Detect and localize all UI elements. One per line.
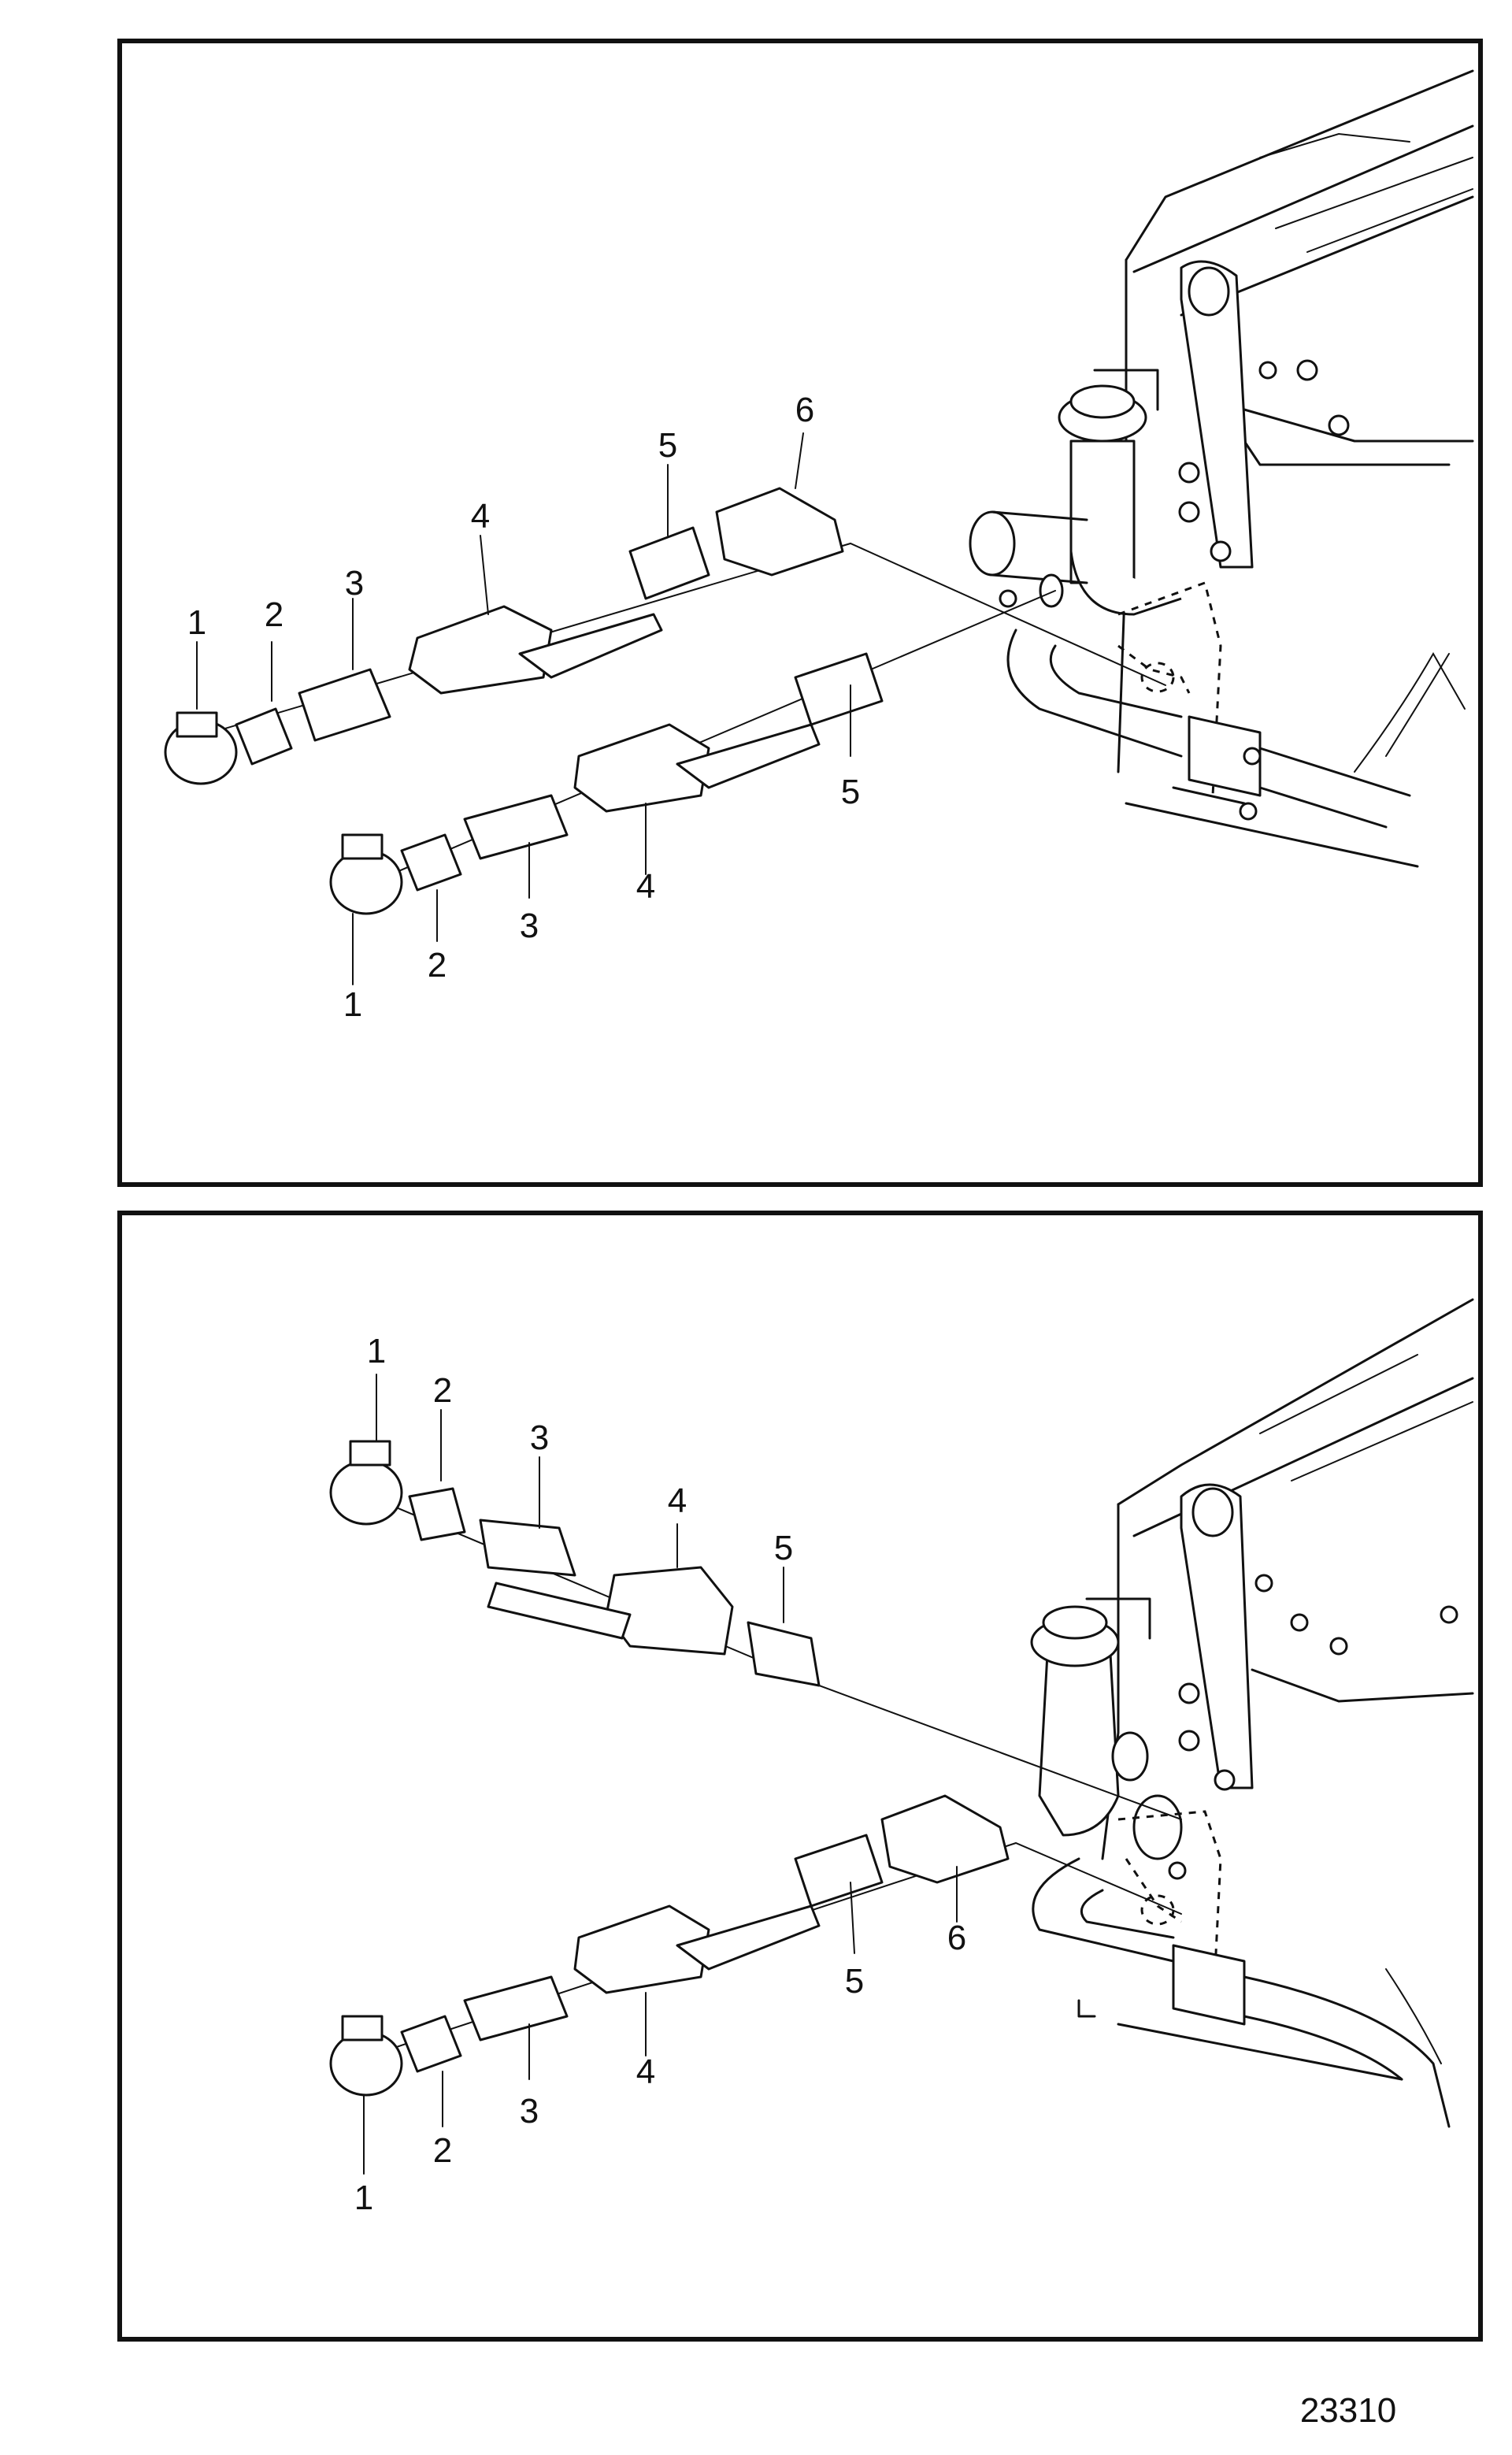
valve-handle	[518, 613, 663, 679]
callout-4: 4	[636, 867, 655, 906]
callout-5: 5	[841, 773, 860, 811]
hose-sleeve	[400, 2015, 462, 2073]
top-upper-assembly	[164, 487, 844, 785]
engine-block	[1030, 1298, 1474, 2128]
top-callouts: 1 2 3 4 5 6 1 2 3 4 5	[187, 391, 860, 1024]
callout-3: 3	[530, 1418, 549, 1457]
threaded-nipple	[628, 526, 710, 600]
callout-5: 5	[774, 1529, 793, 1567]
threaded-nipple	[794, 652, 884, 726]
clamp-screw	[349, 1440, 391, 1467]
callout-4: 4	[636, 2053, 655, 2091]
callout-6: 6	[795, 391, 814, 429]
callout-3: 3	[520, 907, 539, 945]
ball-valve	[408, 605, 553, 695]
hose-nipple	[463, 794, 569, 860]
hose-sleeve	[400, 833, 462, 892]
callout-2: 2	[433, 2131, 452, 2170]
threaded-nipple	[747, 1621, 821, 1687]
elbow-fitting	[880, 1794, 1010, 1884]
top-panel: 1 2 3 4 5 6 1 2 3 4 5	[117, 39, 1483, 1187]
ball-valve	[573, 723, 710, 813]
bottom-lower-assembly	[329, 1794, 1010, 2097]
ball-valve	[573, 1904, 710, 1994]
callout-2: 2	[433, 1371, 452, 1410]
hose-clamp	[329, 849, 403, 915]
valve-handle	[676, 723, 821, 789]
callout-2: 2	[265, 595, 284, 634]
hose-clamp	[329, 2030, 403, 2097]
top-leaders	[196, 432, 851, 985]
callout-3: 3	[345, 564, 364, 603]
hose-nipple	[479, 1519, 576, 1577]
engine-block	[969, 69, 1474, 868]
callout-1: 1	[343, 985, 362, 1024]
clamp-screw	[341, 2015, 384, 2042]
valve-handle	[487, 1582, 632, 1640]
figure-number: 23310	[1300, 2391, 1396, 2430]
hose-clamp	[329, 1459, 403, 1526]
callout-1: 1	[187, 603, 206, 642]
hose-nipple	[463, 1975, 569, 2042]
valve-handle	[676, 1904, 821, 1971]
top-lower-assembly	[329, 652, 884, 915]
callout-6: 6	[947, 1919, 966, 1957]
bottom-panel: 1 2 3 4 5 1 2 3 4 5 6	[117, 1211, 1483, 2342]
bottom-callouts: 1 2 3 4 5 1 2 3 4 5 6	[354, 1332, 966, 2217]
callout-5: 5	[845, 1962, 864, 2001]
hose-sleeve	[408, 1487, 466, 1541]
callout-1: 1	[367, 1332, 386, 1370]
elbow-fitting	[715, 487, 844, 577]
bottom-leaders	[363, 1374, 958, 2175]
callout-3: 3	[520, 2092, 539, 2131]
callout-4: 4	[471, 497, 490, 536]
bottom-upper-assembly	[329, 1440, 821, 1687]
callout-2: 2	[428, 946, 447, 985]
hose-sleeve	[235, 707, 293, 766]
threaded-nipple	[794, 1834, 884, 1908]
callout-1: 1	[354, 2179, 373, 2217]
hose-nipple	[298, 668, 391, 742]
callout-5: 5	[658, 426, 677, 465]
callout-4: 4	[668, 1482, 687, 1520]
clamp-screw	[176, 711, 218, 738]
clamp-screw	[341, 833, 384, 860]
